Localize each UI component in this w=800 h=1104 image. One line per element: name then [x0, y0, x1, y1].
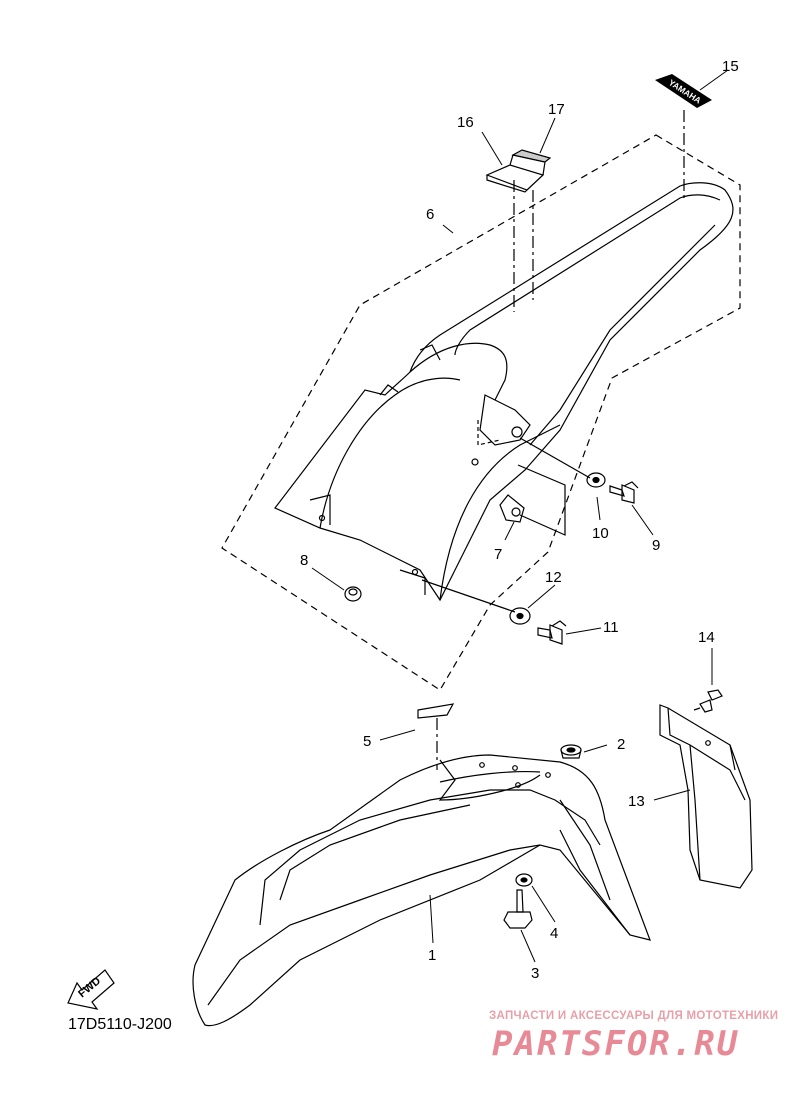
callout-8: 8: [300, 552, 308, 569]
washer-10: [586, 472, 606, 488]
watermark-brand: PARTSFOR.RU: [492, 1024, 740, 1064]
decal-15: YAMAHA: [655, 74, 712, 108]
fwd-arrow-icon: FWD: [67, 969, 115, 1010]
clip-nut-7: [499, 494, 525, 523]
callout-3: 3: [531, 965, 539, 982]
decal-5: [417, 703, 455, 719]
bolt-9: [609, 481, 639, 504]
callout-6: 6: [426, 206, 434, 223]
grommet-2: [560, 744, 582, 759]
washer-12-leader: [421, 579, 516, 613]
callout-15: 15: [722, 58, 739, 75]
callout-1: 1: [428, 947, 436, 964]
callout-2: 2: [617, 736, 625, 753]
collar-8: [344, 586, 362, 602]
callout-7: 7: [494, 546, 502, 563]
callout-4: 4: [550, 925, 558, 942]
rear-fender: [274, 182, 734, 602]
callout-17: 17: [548, 101, 565, 118]
callout-14: 14: [698, 629, 715, 646]
callout-16: 16: [457, 114, 474, 131]
callout-11: 11: [603, 619, 619, 636]
callout-10: 10: [592, 525, 609, 542]
washer-10-leader: [519, 437, 591, 479]
rear-fender-group-boundary: [221, 134, 741, 691]
callout-5: 5: [363, 733, 371, 750]
pad-17: [511, 149, 552, 163]
watermark-subtitle: ЗАПЧАСТИ И АКСЕССУАРЫ ДЛЯ МОТОТЕХНИКИ: [489, 1010, 779, 1022]
washer-4: [515, 873, 533, 887]
callout-12: 12: [545, 569, 562, 586]
bolt-11: [537, 620, 567, 645]
callout-leaders: [311, 69, 729, 963]
bolt-3: [503, 889, 533, 929]
washer-12: [509, 607, 531, 625]
callout-numbers: 1 2 3 4 5 6 7 8 9 10 11 12 13 14 15 16 1…: [300, 58, 739, 982]
bracket-outline: [517, 464, 566, 536]
screw-14: [693, 689, 723, 713]
mount-dash-box: [477, 420, 501, 446]
mud-guard: [659, 704, 753, 889]
front-fender: [192, 754, 651, 1027]
callout-9: 9: [652, 537, 660, 554]
callout-13: 13: [628, 793, 645, 810]
diagram-code: 17D5110-J200: [68, 1016, 172, 1033]
